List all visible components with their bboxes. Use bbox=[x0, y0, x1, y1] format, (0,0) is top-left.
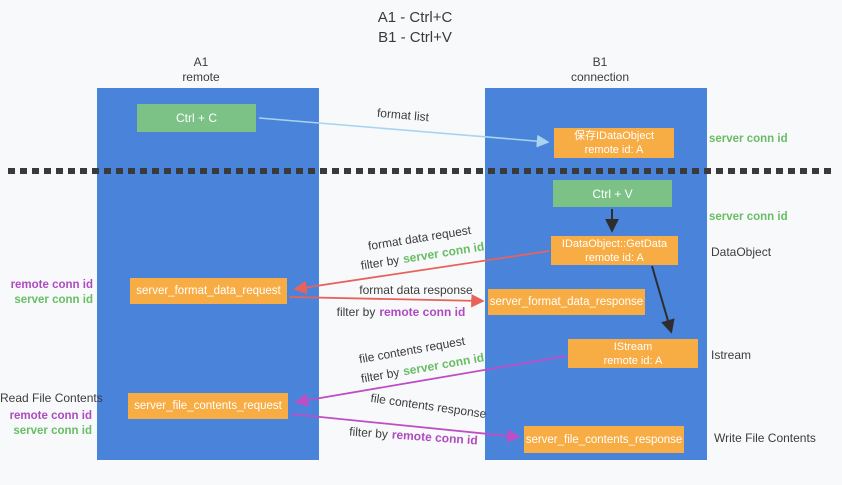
node-istream-line1: IStream bbox=[613, 340, 653, 353]
filter-by-text: filter by bbox=[336, 305, 376, 319]
diagram-title-line1: A1 - Ctrl+C bbox=[377, 9, 453, 26]
filter-by-text: filter by bbox=[359, 365, 401, 386]
label-dataobject: DataObject bbox=[711, 245, 772, 259]
node-idataobject-getdata-line2: remote id: A bbox=[585, 251, 644, 264]
node-ctrl-v-label: Ctrl + V bbox=[592, 186, 633, 201]
left-conn-id-group-top: remote conn id server conn id bbox=[8, 278, 93, 307]
node-save-dataobject: 保存IDataObject remote id: A bbox=[554, 128, 674, 158]
remote-conn-id-text: remote conn id bbox=[379, 305, 466, 319]
label-remote-conn-id-left-bottom: remote conn id bbox=[9, 410, 92, 422]
node-server-format-data-request-label: server_format_data_request bbox=[136, 285, 281, 297]
diagram-title: A1 - Ctrl+C B1 - Ctrl+V bbox=[315, 8, 515, 48]
node-istream-line2: remote id: A bbox=[603, 354, 663, 367]
lane-b1-name: B1 bbox=[592, 55, 608, 69]
lane-b1-header: B1 connection bbox=[545, 55, 655, 85]
node-server-file-contents-request: server_file_contents_request bbox=[128, 393, 288, 419]
node-server-format-data-response: server_format_data_response bbox=[488, 289, 645, 315]
diagram-title-line2: B1 - Ctrl+V bbox=[378, 29, 452, 46]
lane-a1-name: A1 bbox=[193, 55, 209, 69]
node-save-dataobject-line1: 保存IDataObject bbox=[573, 130, 655, 142]
node-ctrl-c: Ctrl + C bbox=[137, 104, 256, 132]
label-istream: Istream bbox=[711, 348, 752, 362]
label-remote-conn-id-left-top: remote conn id bbox=[10, 279, 93, 291]
lane-b1-role: connection bbox=[570, 70, 630, 84]
node-server-format-data-request: server_format_data_request bbox=[130, 278, 287, 304]
filter-by-text: filter by bbox=[359, 252, 401, 273]
edge-label-file-contents-response: file contents response bbox=[369, 390, 488, 422]
node-idataobject-getdata: IDataObject::GetData remote id: A bbox=[551, 236, 678, 265]
lane-a1-header: A1 remote bbox=[146, 55, 256, 85]
node-ctrl-v: Ctrl + V bbox=[553, 180, 672, 207]
edge-label-format-list: format list bbox=[376, 105, 430, 125]
node-server-file-contents-response-label: server_file_contents_response bbox=[525, 433, 683, 446]
node-save-dataobject-line2: remote id: A bbox=[584, 144, 644, 156]
label-server-conn-id-left-top: server conn id bbox=[14, 293, 93, 306]
node-server-format-data-response-label: server_format_data_response bbox=[489, 296, 644, 308]
label-server-conn-id-right-mid: server conn id bbox=[709, 211, 788, 223]
node-ctrl-c-label: Ctrl + C bbox=[175, 111, 217, 125]
node-server-file-contents-request-label: server_file_contents_request bbox=[134, 400, 282, 412]
label-write-file-contents: Write File Contents bbox=[714, 431, 816, 445]
lane-a1-role: remote bbox=[182, 70, 220, 84]
edge-label-format-data-response: format data response bbox=[359, 283, 473, 297]
node-server-file-contents-response: server_file_contents_response bbox=[524, 426, 684, 453]
remote-conn-id-text: remote conn id bbox=[391, 427, 479, 448]
label-read-file-contents: Read File Contents bbox=[0, 391, 103, 405]
label-server-conn-id-left-bottom: server conn id bbox=[13, 424, 92, 437]
left-conn-id-group-bottom: remote conn id server conn id bbox=[8, 409, 92, 438]
label-server-conn-id-right-top: server conn id bbox=[709, 133, 788, 145]
dotted-separator-line bbox=[8, 168, 832, 174]
node-idataobject-getdata-line1: IDataObject::GetData bbox=[561, 237, 668, 250]
node-istream: IStream remote id: A bbox=[568, 339, 698, 368]
filter-by-text: filter by bbox=[348, 424, 389, 442]
